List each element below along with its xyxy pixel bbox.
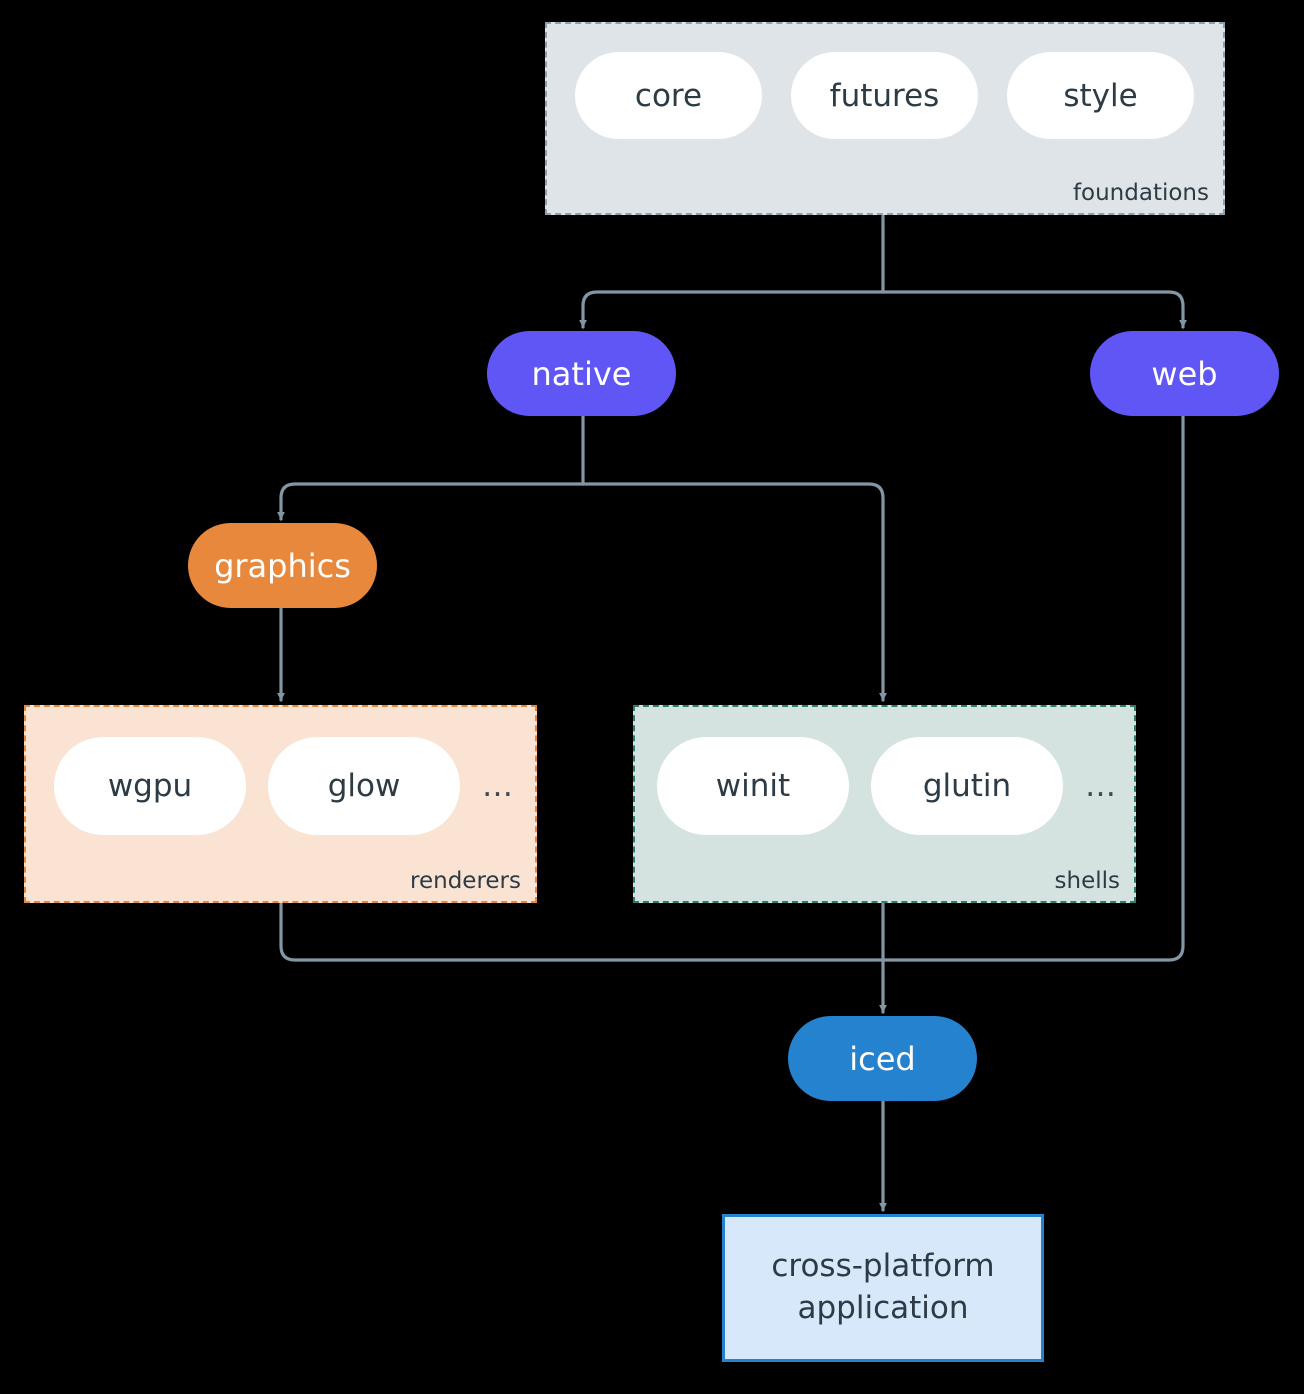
node-web[interactable]: web (1090, 331, 1279, 416)
node-style-label: style (1063, 77, 1138, 114)
edge-native-to-graphics (277, 482, 585, 521)
node-native[interactable]: native (487, 331, 676, 416)
node-graphics[interactable]: graphics (188, 523, 377, 608)
node-glow[interactable]: glow (268, 737, 460, 835)
node-graphics-label: graphics (214, 546, 351, 585)
node-native-label: native (531, 354, 632, 393)
node-glow-label: glow (327, 768, 401, 804)
group-renderers-label: renderers (410, 868, 521, 894)
node-wgpu[interactable]: wgpu (54, 737, 246, 835)
edge-foundations-to-web (881, 290, 1187, 329)
edge-foundations-to-native (579, 290, 885, 329)
node-style[interactable]: style (1007, 52, 1194, 139)
group-foundations-label: foundations (1072, 180, 1209, 206)
application-label-line1: cross-platform (771, 1248, 995, 1285)
node-glutin[interactable]: glutin (871, 737, 1063, 835)
edge-renderers-to-iced (279, 902, 885, 962)
edge-native-to-shells (581, 482, 887, 702)
node-winit-label: winit (715, 768, 791, 804)
node-futures-label: futures (829, 77, 940, 114)
node-cross-platform-application[interactable]: cross-platform application (722, 1214, 1044, 1362)
node-core-label: core (634, 77, 703, 114)
node-iced[interactable]: iced (788, 1016, 977, 1101)
group-shells-label: shells (1054, 868, 1120, 894)
node-iced-label: iced (849, 1039, 916, 1078)
group-shells: winit glutin … shells (633, 705, 1136, 903)
group-foundations: core futures style foundations (545, 22, 1225, 215)
node-core[interactable]: core (575, 52, 762, 139)
node-wgpu-label: wgpu (107, 768, 193, 804)
application-label-line2: application (797, 1290, 969, 1326)
shells-more-ellipsis: … (1085, 767, 1117, 804)
node-glutin-label: glutin (922, 768, 1012, 804)
node-winit[interactable]: winit (657, 737, 849, 835)
node-futures[interactable]: futures (791, 52, 978, 139)
renderers-more-ellipsis: … (482, 767, 514, 804)
node-web-label: web (1151, 354, 1218, 393)
group-renderers: wgpu glow … renderers (24, 705, 537, 903)
